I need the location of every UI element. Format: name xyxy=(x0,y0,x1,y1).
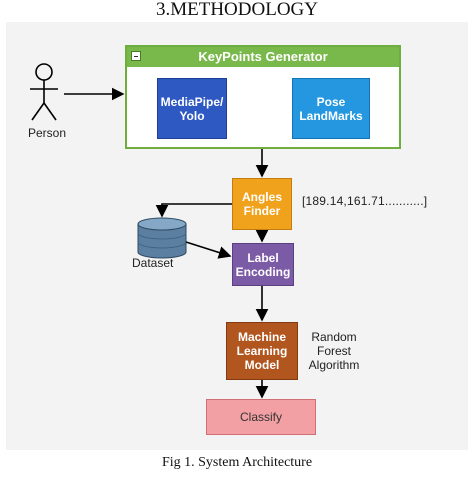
dataset-label: Dataset xyxy=(132,256,174,270)
person-label: Person xyxy=(27,126,67,140)
pose-landmarks-node: Pose LandMarks xyxy=(292,78,370,139)
group-title: KeyPoints Generator xyxy=(127,47,399,67)
angles-finder-node: Angles Finder xyxy=(232,178,292,230)
mediapipe-yolo-node: MediaPipe/ Yolo xyxy=(157,78,227,139)
figure-caption: Fig 1. System Architecture xyxy=(161,455,313,470)
minimize-icon xyxy=(131,51,141,61)
arrow-dataset-to-label xyxy=(185,241,232,259)
angle-values-annotation: [189.14,161.71...........] xyxy=(302,194,428,208)
section-heading: 3.METHODOLOGY xyxy=(155,0,318,20)
database-cylinder-icon xyxy=(137,217,187,259)
person-stick-figure-icon xyxy=(30,63,58,121)
classify-node: Classify xyxy=(206,399,316,435)
arrow-angles-to-dataset xyxy=(155,203,232,218)
label-encoding-node: Label Encoding xyxy=(232,243,294,286)
algorithm-annotation: Random Forest Algorithm xyxy=(308,330,360,372)
machine-learning-model-node: Machine Learning Model xyxy=(226,322,298,380)
